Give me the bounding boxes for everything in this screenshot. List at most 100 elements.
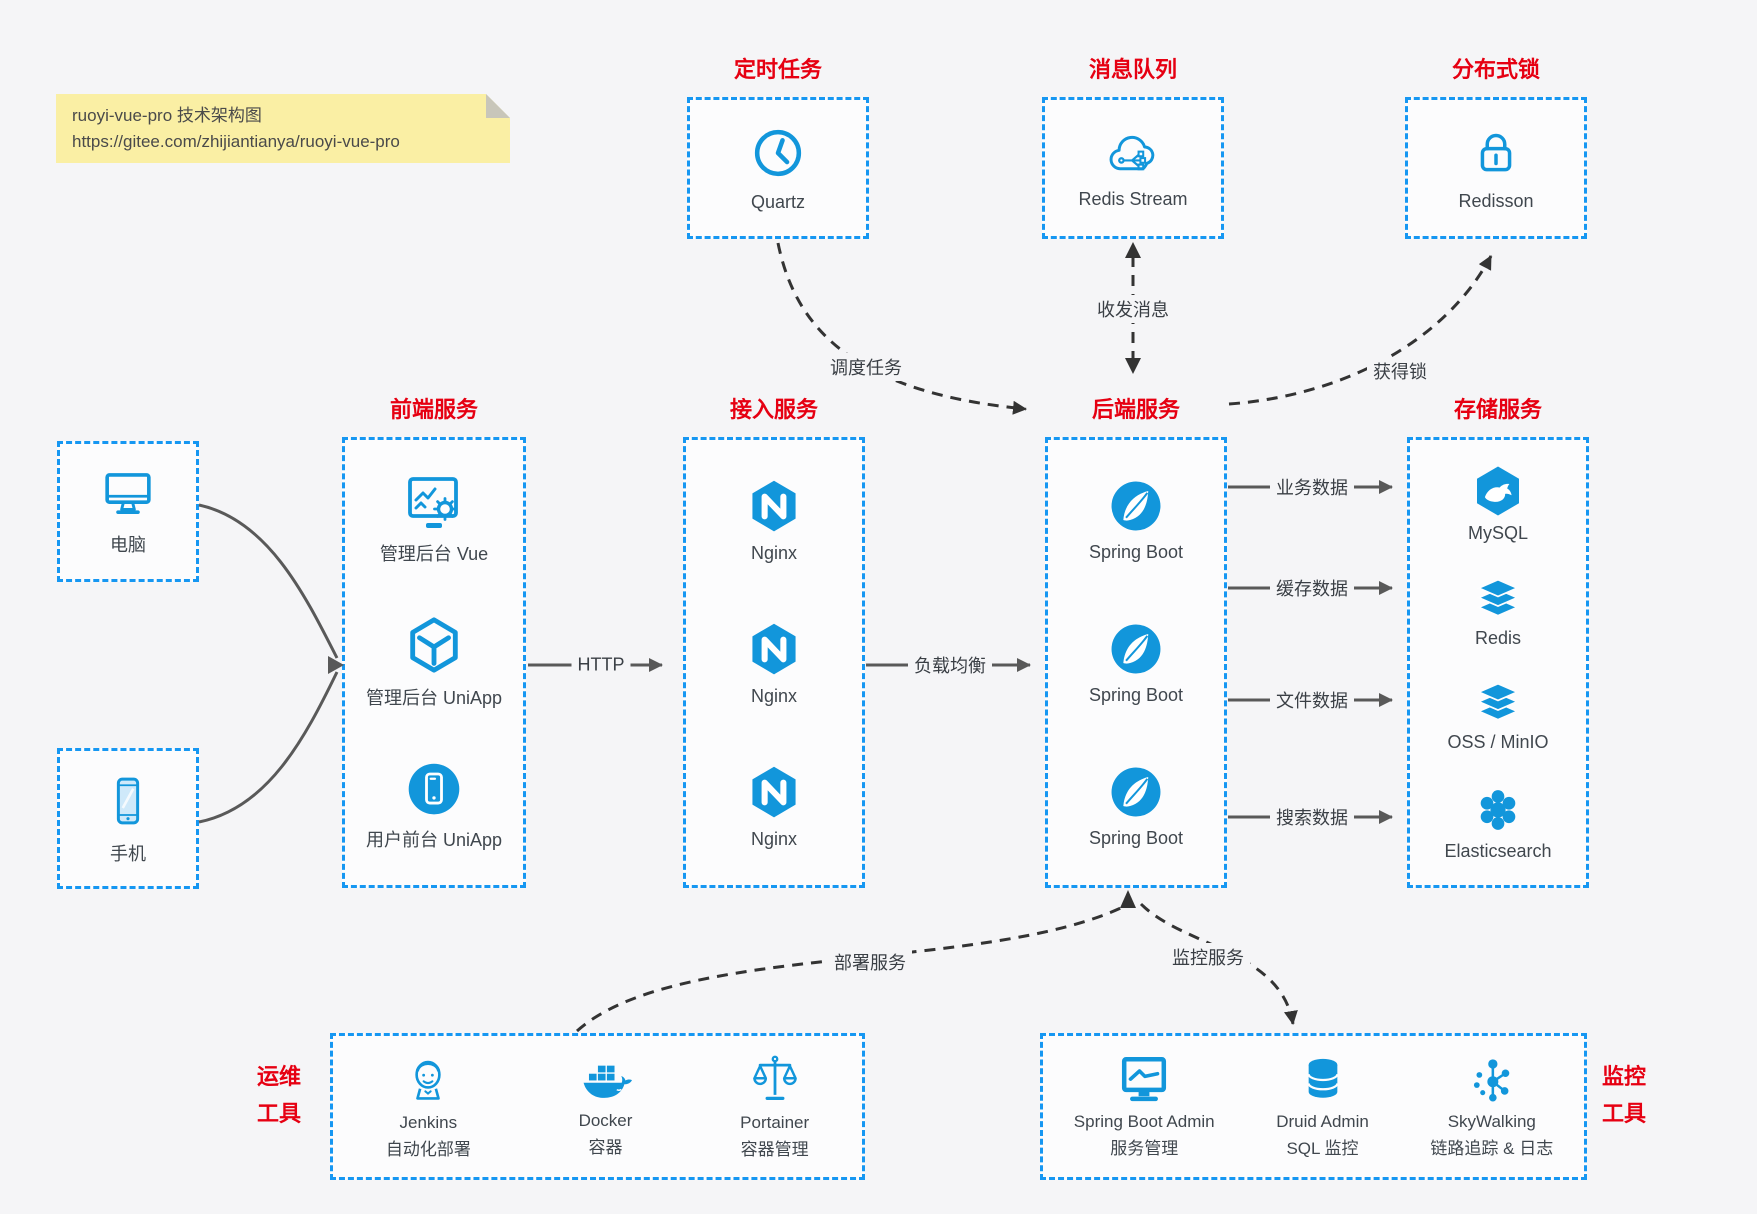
user-uniapp-label: 用户前台 UniApp <box>365 830 503 851</box>
node-nginx-2: Nginx <box>744 619 804 707</box>
ops-box: Jenkins 自动化部署 Docker 容器 <box>330 1033 865 1180</box>
scheduler-title: 定时任务 <box>733 57 822 82</box>
jenkins-sublabel: 自动化部署 <box>385 1139 471 1159</box>
backend-title: 后端服务 <box>1091 397 1180 422</box>
message-label: 收发消息 <box>1091 295 1175 323</box>
node-spring-3: Spring Boot <box>1089 763 1183 849</box>
mobile-app-icon <box>408 764 460 815</box>
nginx-icon <box>752 623 796 674</box>
file-data-label: 文件数据 <box>1270 686 1354 714</box>
mysql-label: MySQL <box>1467 522 1528 543</box>
node-druid: Druid Admin SQL 监控 <box>1276 1053 1369 1161</box>
backend-box: Spring Boot Spring Boot Spring Boot <box>1045 437 1227 888</box>
node-jenkins: Jenkins 自动化部署 <box>386 1052 471 1162</box>
admin-vue-label: 管理后台 Vue <box>379 543 489 564</box>
elasticsearch-label: Elasticsearch <box>1444 841 1552 862</box>
monitor-tools-box: Spring Boot Admin 服务管理 Druid Admin SQL 监… <box>1040 1033 1587 1180</box>
spring-icon <box>1111 624 1161 673</box>
spring-label: Spring Boot <box>1088 684 1184 705</box>
lock-title: 分布式锁 <box>1451 57 1540 82</box>
druid-sublabel: SQL 监控 <box>1286 1138 1359 1158</box>
spring-label: Spring Boot <box>1088 541 1184 562</box>
topology-icon <box>1473 1059 1510 1102</box>
mysql-icon <box>1476 466 1519 516</box>
cloud-stream-icon <box>1109 135 1155 170</box>
schedule-label: 调度任务 <box>824 353 908 381</box>
http-label: HTTP <box>571 653 631 677</box>
edge-schedule <box>776 242 1027 415</box>
portainer-label: Portainer <box>740 1112 810 1132</box>
ops-title-line1: 运维 <box>256 1064 301 1089</box>
node-admin-uniapp: 管理后台 UniApp <box>366 615 502 710</box>
edge-pc-to-frontend <box>198 503 339 659</box>
access-title: 接入服务 <box>729 397 818 422</box>
portainer-icon <box>752 1055 797 1100</box>
elasticsearch-icon <box>1480 790 1516 830</box>
sb-admin-sublabel: 服务管理 <box>1110 1138 1179 1158</box>
docker-label: Docker <box>578 1110 633 1130</box>
node-skywalking: SkyWalking 链路追踪 & 日志 <box>1430 1053 1553 1161</box>
monitor-title-line1: 监控 <box>1602 1064 1647 1089</box>
storage-title: 存储服务 <box>1453 397 1542 422</box>
quartz-box: Quartz <box>687 97 869 239</box>
ops-title: 运维 工具 <box>243 1058 315 1132</box>
node-spring-2: Spring Boot <box>1089 620 1183 706</box>
node-sb-admin: Spring Boot Admin 服务管理 <box>1074 1053 1215 1161</box>
deploy-arrowhead <box>1120 890 1136 908</box>
jenkins-icon <box>415 1060 442 1100</box>
mq-title: 消息队列 <box>1088 57 1177 82</box>
message-arrowhead-down <box>1125 358 1141 374</box>
mobile-box: 手机 <box>57 748 199 889</box>
nginx-icon <box>752 766 796 817</box>
skywalking-label: SkyWalking <box>1447 1111 1536 1131</box>
phone-icon <box>116 777 140 824</box>
redis-label: Redis <box>1474 627 1522 648</box>
monitor-title: 监控 工具 <box>1602 1058 1682 1132</box>
node-redis: Redis <box>1470 574 1526 649</box>
load-balance-label: 负载均衡 <box>908 651 992 679</box>
mobile-label: 手机 <box>110 843 146 864</box>
storage-stack-icon <box>1476 683 1520 721</box>
desktop-icon <box>105 472 151 514</box>
node-nginx-3: Nginx <box>744 762 804 850</box>
pc-box: 电脑 <box>57 441 199 582</box>
clock-icon <box>754 129 802 176</box>
note-url: https://gitee.com/zhijiantianya/ruoyi-vu… <box>72 131 400 151</box>
frontend-box: 管理后台 Vue 管理后台 UniApp 用户前台 UniApp <box>342 437 526 888</box>
portainer-sublabel: 容器管理 <box>740 1139 809 1159</box>
monitor-chart-icon <box>1122 1056 1167 1101</box>
monitor-label: 监控服务 <box>1166 943 1250 971</box>
monitor-title-line2: 工具 <box>1602 1101 1647 1126</box>
edge-acquire-lock <box>1228 255 1493 406</box>
nginx-label: Nginx <box>750 685 798 706</box>
nginx-label: Nginx <box>750 828 798 849</box>
node-oss-minio: OSS / MinIO <box>1447 678 1549 753</box>
node-portainer: Portainer 容器管理 <box>740 1052 809 1162</box>
admin-dashboard-icon <box>408 476 458 528</box>
search-data-label: 搜索数据 <box>1270 803 1354 831</box>
spring-icon <box>1111 481 1161 530</box>
spring-icon <box>1111 767 1161 816</box>
node-admin-vue: 管理后台 Vue <box>380 473 488 566</box>
node-spring-1: Spring Boot <box>1089 477 1183 563</box>
acquire-lock-label: 获得锁 <box>1367 357 1433 385</box>
node-user-uniapp: 用户前台 UniApp <box>366 759 502 852</box>
druid-label: Druid Admin <box>1276 1111 1369 1131</box>
ops-title-line2: 工具 <box>256 1101 301 1126</box>
business-data-label: 业务数据 <box>1270 473 1354 501</box>
docker-sublabel: 容器 <box>588 1137 623 1157</box>
redisson-box: Redisson <box>1405 97 1587 239</box>
cache-data-label: 缓存数据 <box>1270 574 1354 602</box>
docker-icon <box>583 1065 632 1098</box>
oss-minio-label: OSS / MinIO <box>1447 732 1549 753</box>
jenkins-label: Jenkins <box>399 1112 458 1132</box>
title-note: ruoyi-vue-pro 技术架构图 https://gitee.com/zh… <box>56 94 510 163</box>
redisson-label: Redisson <box>1458 190 1534 211</box>
redis-stack-icon <box>1476 578 1520 617</box>
sb-admin-label: Spring Boot Admin <box>1073 1111 1215 1131</box>
redis-stream-label: Redis Stream <box>1078 188 1188 209</box>
frontend-title: 前端服务 <box>389 397 478 422</box>
storage-box: MySQL Redis OSS / MinIO <box>1407 437 1589 888</box>
nginx-label: Nginx <box>750 542 798 563</box>
